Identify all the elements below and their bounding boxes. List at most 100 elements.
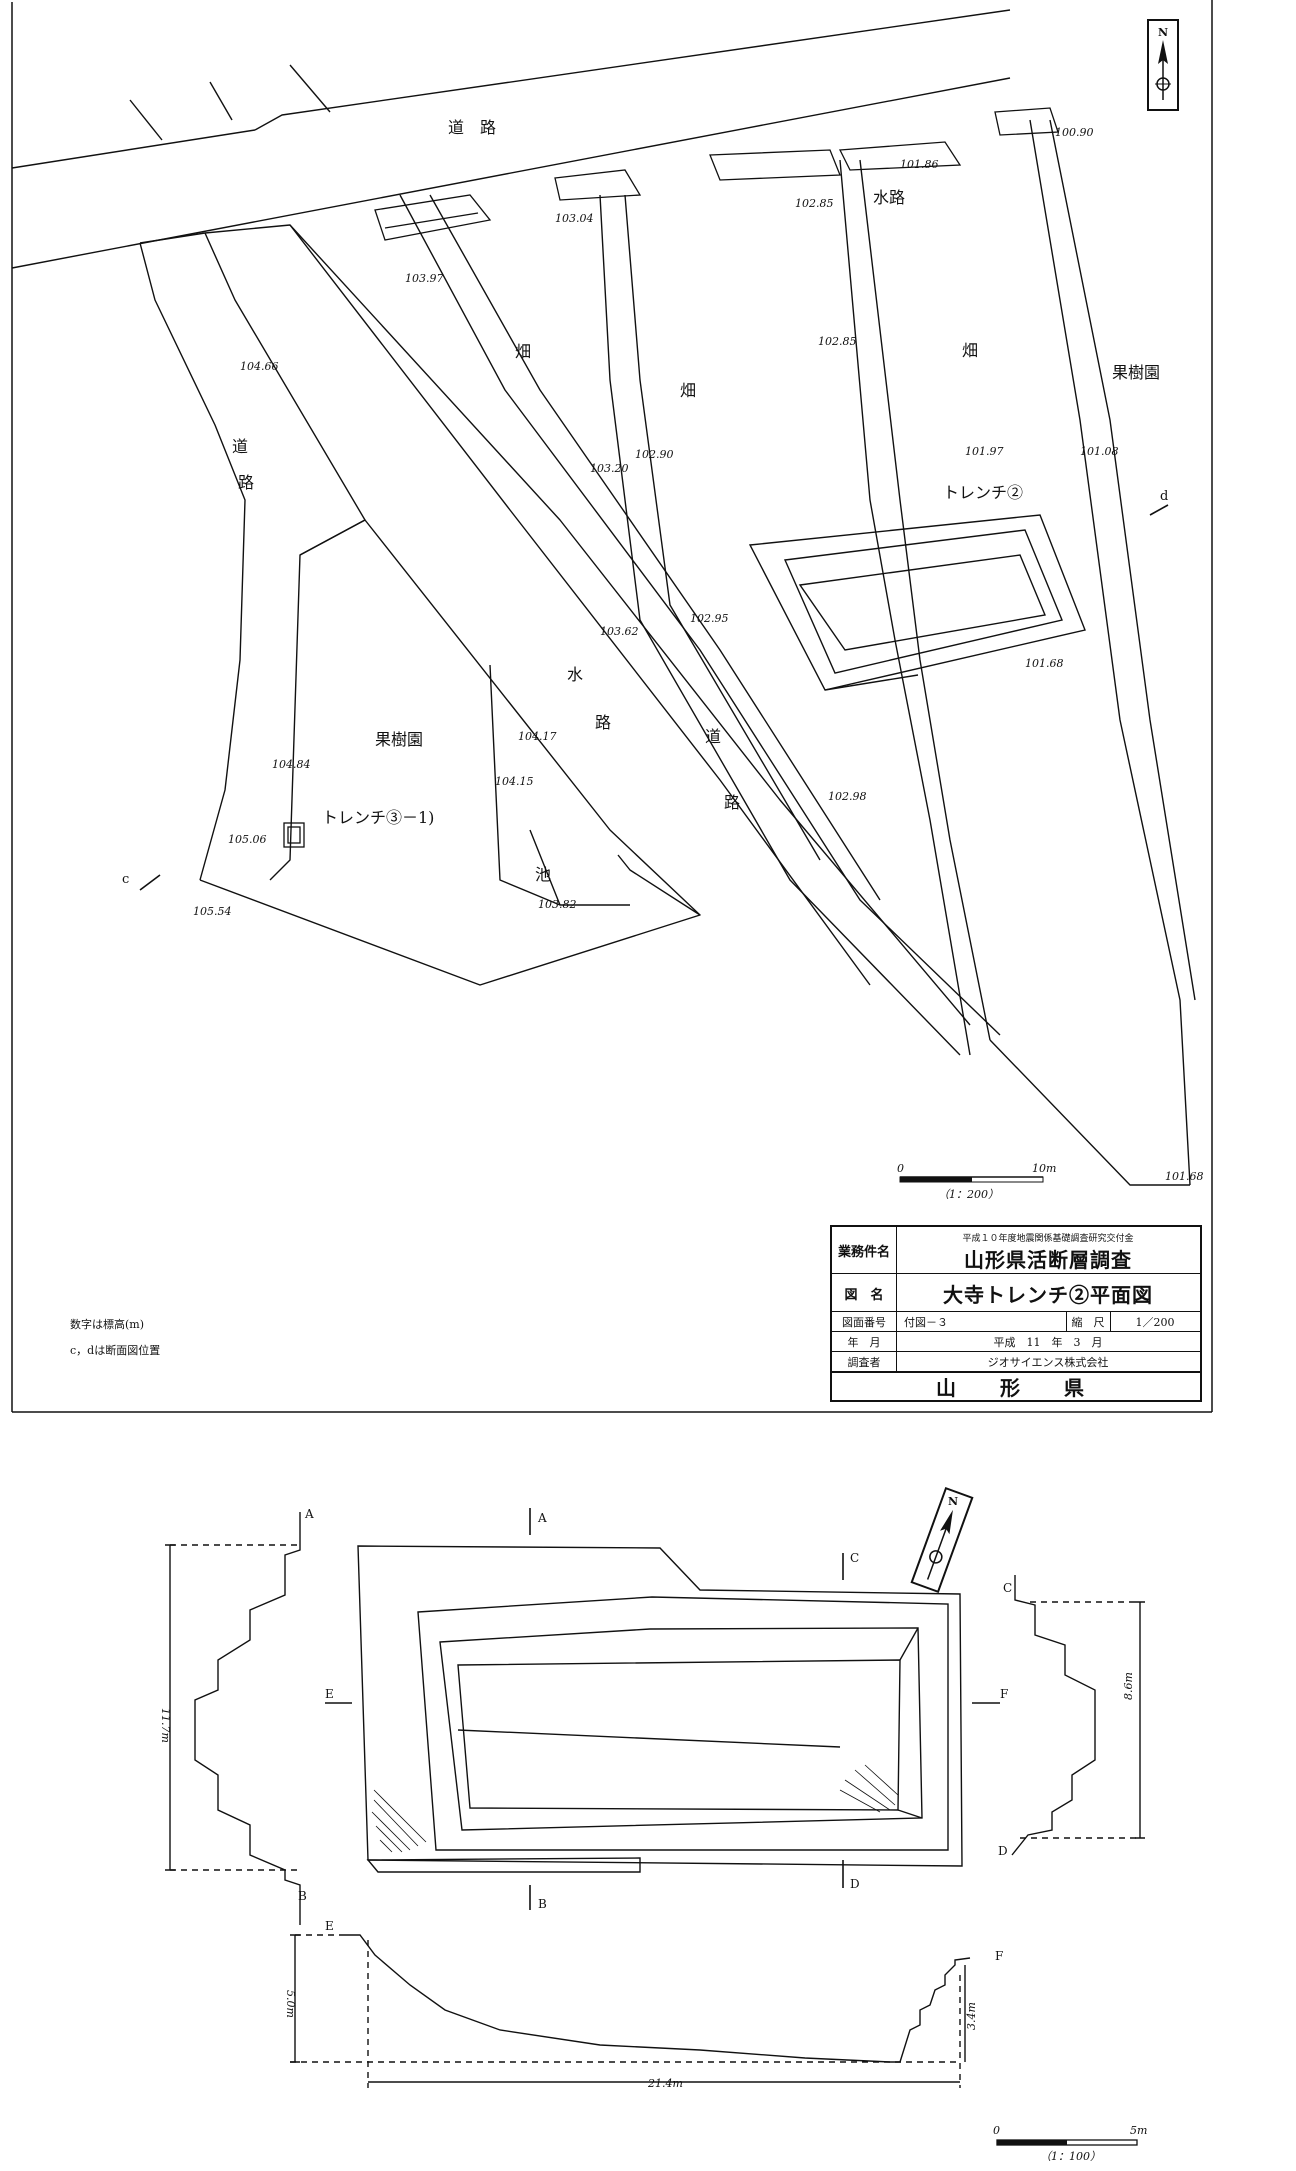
scale2-5-label: 5m	[1130, 2124, 1147, 2137]
tb-project-sub: 平成１０年度地震関係基礎調査研究交付金	[962, 1233, 1134, 1244]
tb-date-label: 年 月	[847, 1336, 881, 1349]
marker-b-profile-label: B	[298, 1889, 307, 1903]
marker-d-profile-label: D	[998, 1844, 1008, 1858]
trench-3-label: トレンチ③－1)	[322, 808, 434, 827]
field-label-3: 畑	[962, 341, 978, 360]
section-d-label: d	[1160, 489, 1168, 504]
section-line-c	[139, 874, 161, 891]
north-arrow-icon: N	[1147, 19, 1179, 111]
elevation-label: 103.04	[555, 212, 594, 225]
scale2-ratio-label: （1：100）	[1040, 2150, 1101, 2163]
note-elevation: 数字は標高(m)	[70, 1318, 145, 1331]
road-left-label-1: 道	[232, 437, 248, 456]
dim-f-label: 3.4m	[965, 2002, 978, 2030]
road-left-label-2: 路	[238, 473, 254, 492]
elevation-label: 105.06	[228, 833, 267, 846]
section-markers	[325, 1508, 1000, 1910]
elevation-label: 102.90	[635, 448, 674, 461]
tb-project-row: 業務件名 平成１０年度地震関係基礎調査研究交付金 山形県活断層調査	[832, 1227, 1200, 1273]
tb-surveyor-value: ジオサイエンス株式会社	[987, 1356, 1109, 1369]
sheet-frame	[11, 0, 1213, 1413]
elevation-label: 102.98	[828, 790, 867, 803]
dim-ab-label: 11.7m	[159, 1708, 172, 1743]
elevation-label: 103.97	[405, 272, 444, 285]
note-section: c，dは断面図位置	[70, 1344, 161, 1357]
marker-d-label: D	[850, 1877, 860, 1891]
tb-project-label: 業務件名	[837, 1244, 890, 1260]
tb-surveyor-row: 調査者 ジオサイエンス株式会社	[832, 1351, 1200, 1372]
elevation-label: 101.68	[1025, 657, 1064, 670]
elevation-label: 101.86	[900, 158, 939, 171]
scale-ratio-label: （1：200）	[938, 1188, 999, 1201]
marker-c-profile-label: C	[1003, 1581, 1012, 1595]
marker-a-profile-label: A	[304, 1507, 314, 1521]
section-c-label: c	[122, 872, 129, 887]
marker-e-profile-label: E	[325, 1919, 334, 1933]
trench-3-plan	[283, 822, 305, 848]
elevation-label: 104.84	[272, 758, 311, 771]
tb-number-label: 図面番号	[842, 1316, 886, 1329]
waterway-big-2: 路	[595, 713, 611, 732]
pond-label: 池	[535, 865, 551, 884]
road-center-1: 道	[705, 727, 721, 746]
dim-length-label: 21.4m	[647, 2077, 683, 2090]
elevation-label: 102.85	[795, 197, 834, 210]
tb-scale-value: 1／200	[1135, 1316, 1175, 1329]
trench-detail-plan	[357, 1545, 963, 1873]
marker-f-label: F	[1000, 1687, 1008, 1701]
section-profile-ab	[165, 1512, 301, 1925]
road-top-label: 道 路	[448, 118, 496, 137]
title-block: 業務件名 平成１０年度地震関係基礎調査研究交付金 山形県活断層調査 図 名 大寺…	[830, 1225, 1202, 1402]
tb-date-value: 平成 11 年 3 月	[993, 1336, 1103, 1349]
elevation-label: 103.82	[538, 898, 577, 911]
tb-client: 山 形 県	[936, 1376, 1096, 1400]
field-label-2: 畑	[680, 381, 696, 400]
tb-client-row: 山 形 県	[832, 1371, 1200, 1400]
field-label-1: 畑	[515, 342, 531, 361]
dim-cd-label: 8.6m	[1122, 1672, 1135, 1700]
scale-10-label: 10m	[1032, 1162, 1056, 1175]
elevation-label: 104.17	[518, 730, 557, 743]
elevation-label: 101.97	[965, 445, 1004, 458]
elevation-label: 103.62	[600, 625, 639, 638]
dim-e-label: 5.0m	[284, 1990, 297, 2018]
waterway-big-1: 水	[567, 665, 583, 684]
tb-scale-label: 縮 尺	[1071, 1316, 1105, 1329]
tb-surveyor-label: 調査者	[847, 1356, 881, 1369]
slope-hatching	[371, 1764, 899, 1853]
tb-drawing-row: 図 名 大寺トレンチ②平面図	[832, 1273, 1200, 1312]
north-detail-label: N	[948, 1495, 958, 1508]
scale-0-label: 0	[897, 1162, 904, 1175]
marker-c-label: C	[850, 1551, 859, 1565]
elevation-label: 101.68	[1165, 1170, 1204, 1183]
tb-number-row: 図面番号 付図－３ 縮 尺 1／200	[832, 1311, 1200, 1332]
elevation-label: 101.08	[1080, 445, 1119, 458]
tb-drawing-label: 図 名	[844, 1287, 884, 1303]
map-linework	[11, 9, 1196, 1186]
elevation-label: 104.15	[495, 775, 534, 788]
elevation-label: 100.90	[1055, 126, 1094, 139]
legend-notes: 数字は標高(m) c，dは断面図位置	[70, 1312, 160, 1364]
tb-drawing-name: 大寺トレンチ②平面図	[943, 1282, 1153, 1307]
elevation-label: 104.66	[240, 360, 279, 373]
waterway-label: 水路	[873, 188, 905, 207]
tb-project-name: 山形県活断層調査	[964, 1247, 1132, 1272]
orchard-left-label: 果樹園	[375, 730, 423, 749]
tb-date-row: 年 月 平成 11 年 3 月	[832, 1331, 1200, 1352]
trench-2-plan	[748, 514, 1086, 691]
elevation-label: 102.95	[690, 612, 729, 625]
svg-text:N: N	[1158, 26, 1168, 39]
orchard-right-label: 果樹園	[1112, 363, 1160, 382]
trench-2-label: トレンチ②	[943, 483, 1023, 502]
section-profile-ef	[290, 1934, 971, 2088]
marker-f-profile-label: F	[995, 1949, 1003, 1963]
scale-bar-1-200	[899, 1176, 1044, 1183]
road-center-2: 路	[724, 793, 740, 812]
north-arrow-detail-icon	[910, 1486, 974, 1594]
scale2-0-label: 0	[993, 2124, 1000, 2137]
marker-b-label: B	[538, 1897, 547, 1911]
marker-a-label: A	[537, 1511, 547, 1525]
elevation-label: 105.54	[193, 905, 232, 918]
section-profile-cd	[1011, 1575, 1145, 1856]
